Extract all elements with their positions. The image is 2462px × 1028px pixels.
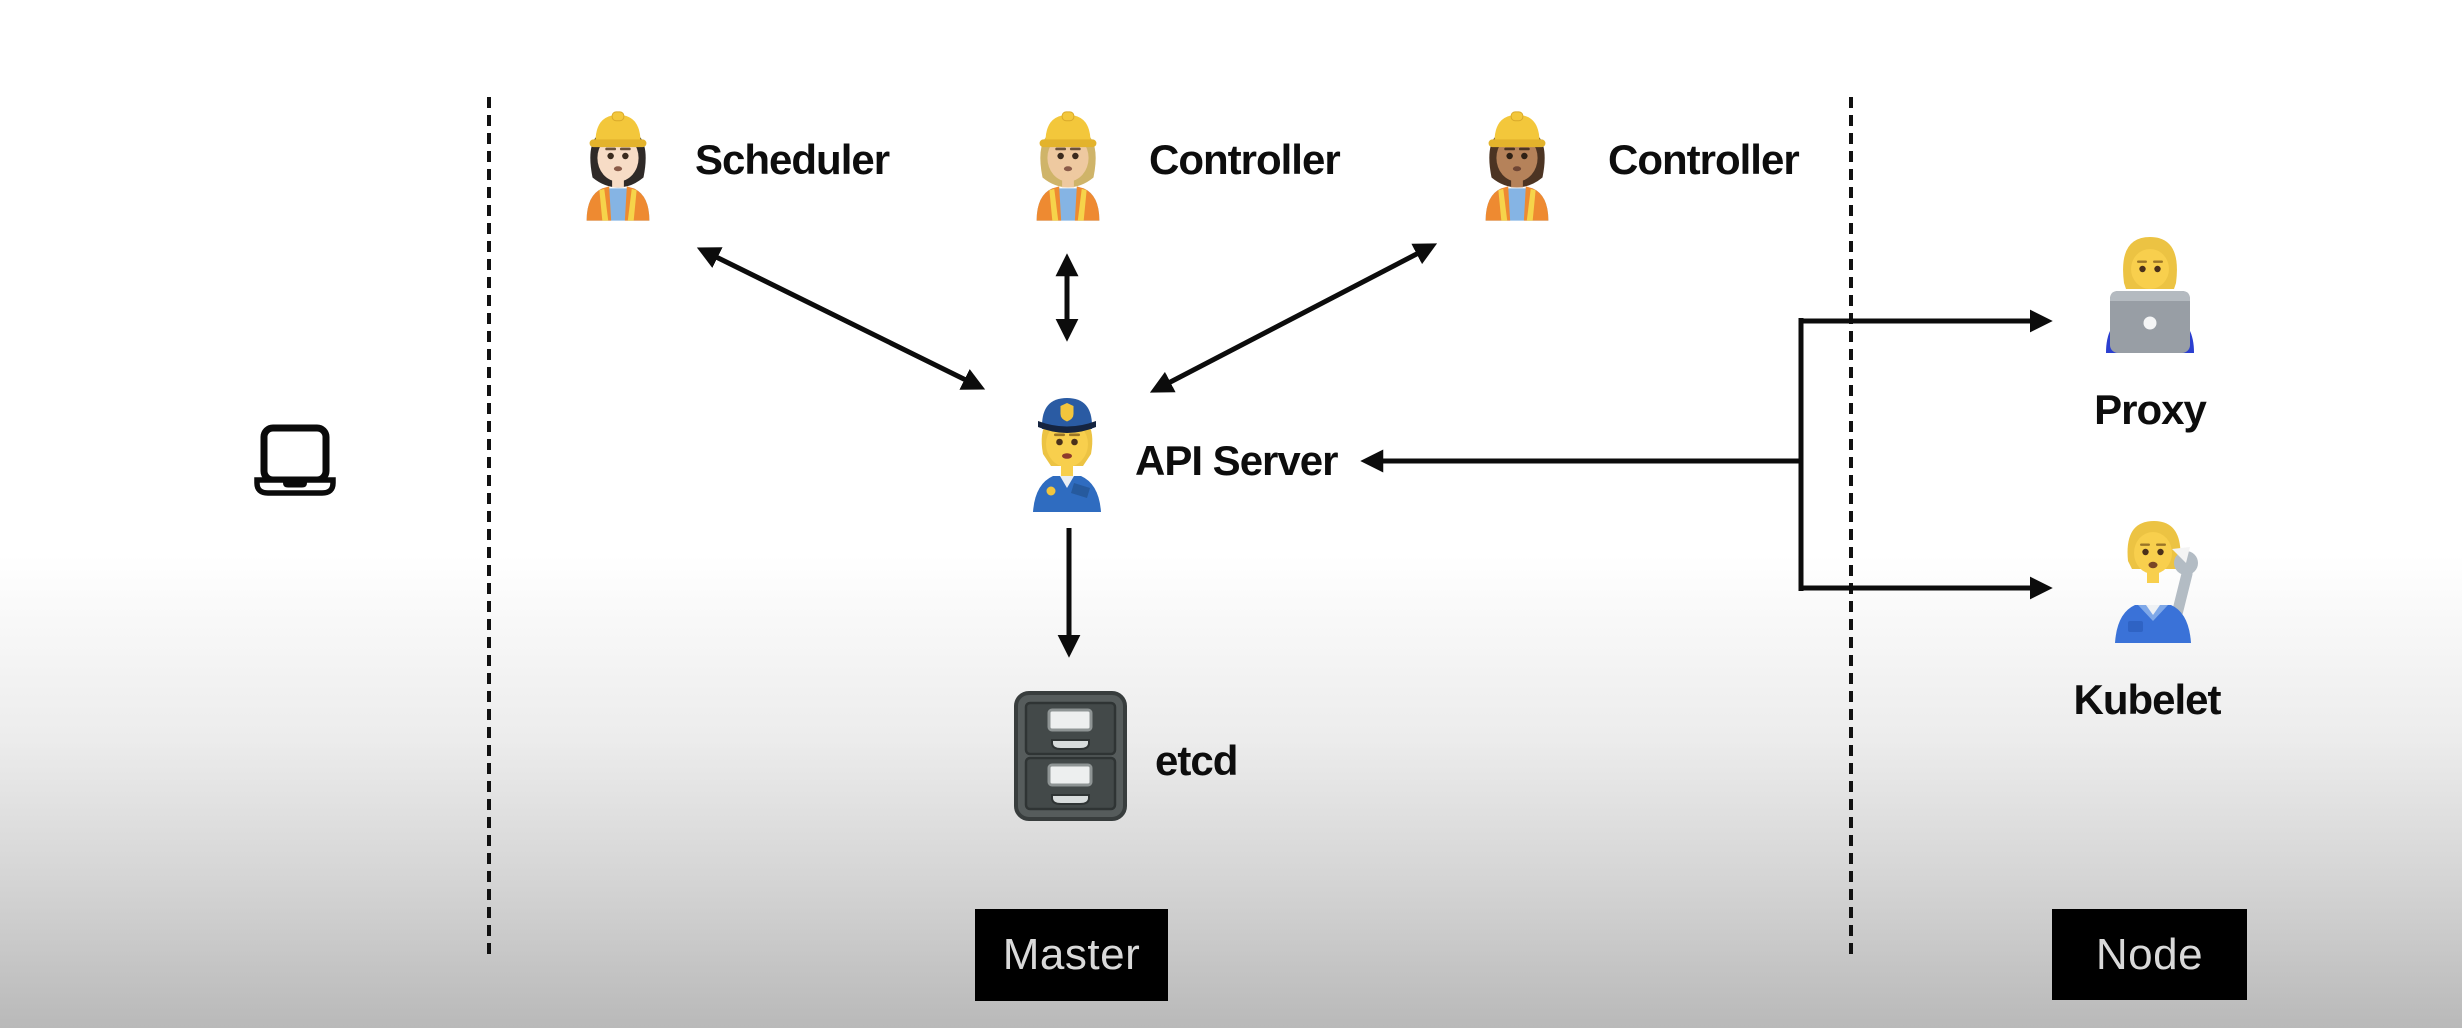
controller-2-label: Controller [1608, 136, 1800, 183]
node-section-label: Node [2052, 909, 2247, 1000]
controller-1-label: Controller [1149, 136, 1341, 183]
arrow-scheduler-apiserver [696, 247, 986, 390]
kubelet-label: Kubelet [2073, 676, 2221, 723]
arrow-apiserver-controller2 [1149, 243, 1438, 393]
technologist-emoji [2106, 237, 2194, 353]
etcd-label: etcd [1155, 737, 1238, 784]
police-officer-emoji [1033, 398, 1101, 512]
file-cabinet-emoji [1014, 691, 1127, 821]
laptop-icon [254, 424, 336, 496]
master-section-label: Master [975, 909, 1168, 1001]
mechanic-emoji [2115, 521, 2198, 643]
proxy-label: Proxy [2094, 386, 2207, 433]
construction-worker-emoji [1485, 111, 1549, 221]
construction-worker-emoji [1036, 111, 1100, 221]
api-server-label: API Server [1135, 437, 1338, 484]
scheduler-label: Scheduler [695, 136, 890, 183]
construction-worker-emoji [586, 111, 650, 221]
